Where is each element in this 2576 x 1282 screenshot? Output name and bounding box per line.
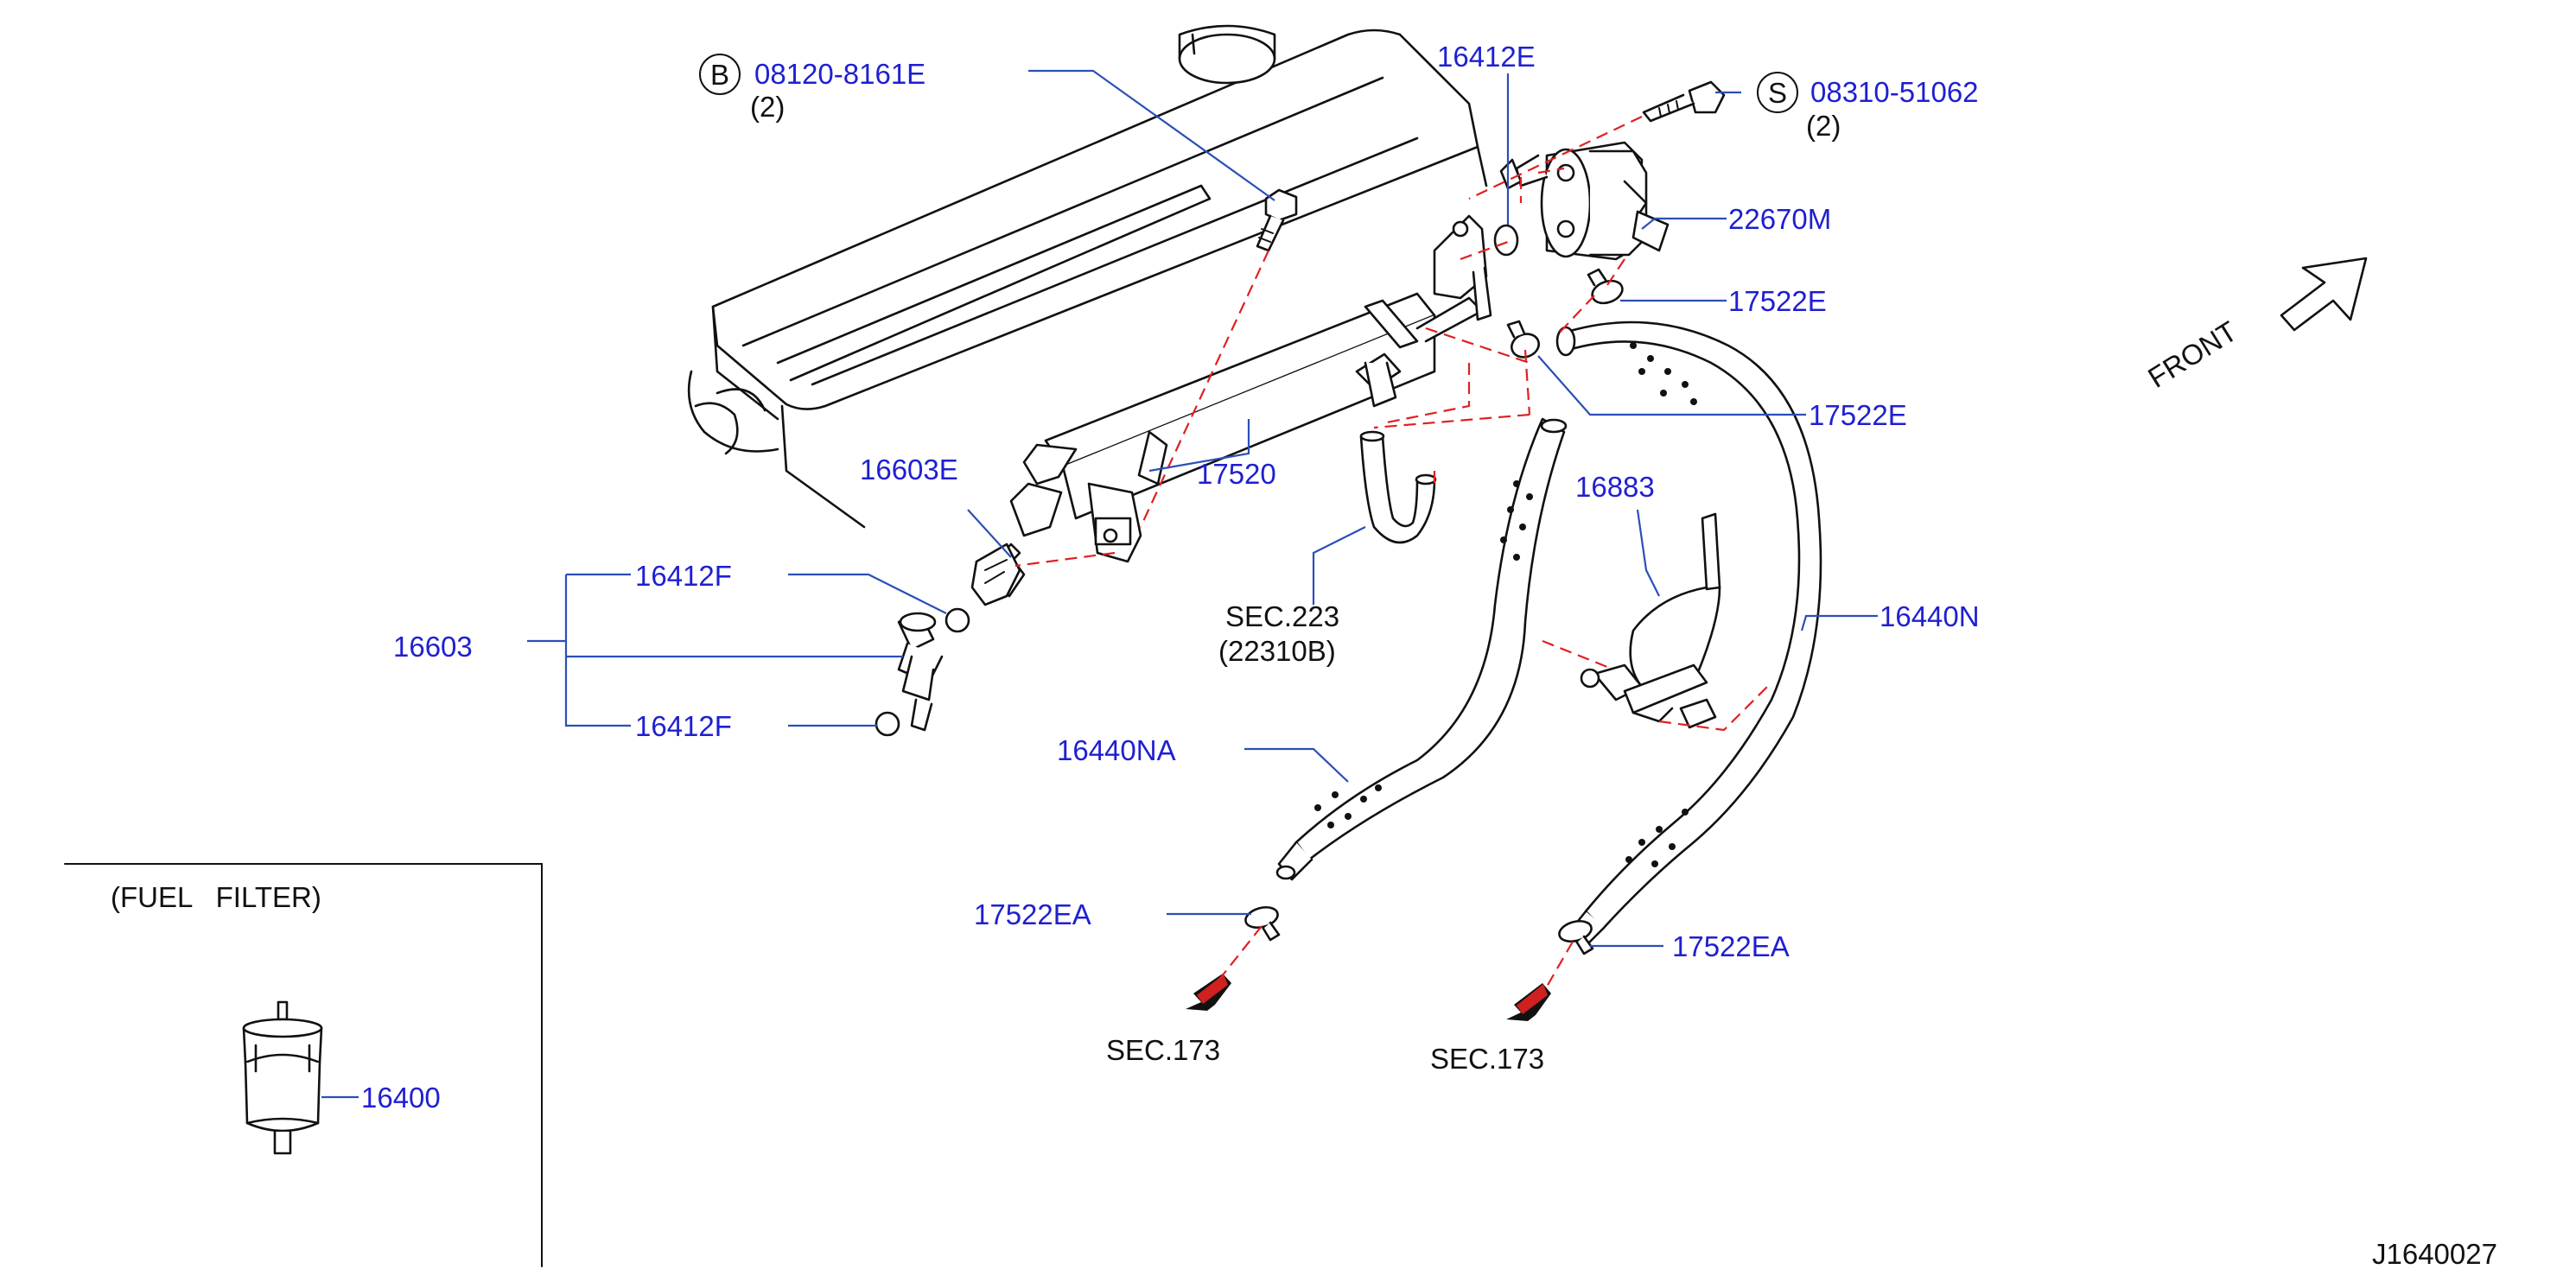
section-ref-sec223-sub: (22310B) (1218, 635, 1336, 667)
callout-prefix-S: S (1768, 77, 1787, 109)
callout-08120-8161E-qty: (2) (750, 91, 785, 123)
hose-clamp-17522E-upper (1587, 268, 1624, 305)
pressure-regulator-22670M (1499, 141, 1670, 261)
callout-16412F-lower: 16412F (635, 710, 732, 742)
hose-clamp-17522EA-right (1558, 919, 1594, 955)
front-label: FRONT (2142, 314, 2242, 394)
hose-clamp-17522EA-left (1244, 905, 1281, 942)
o-ring-16412E (1493, 224, 1519, 257)
section-ref-sec173-left: SEC.173 (1106, 1034, 1220, 1066)
flow-arrow-left (1186, 974, 1231, 1011)
callout-16603: 16603 (393, 631, 473, 663)
callout-17522EA-right: 17522EA (1672, 930, 1790, 962)
assembly-phantom-lines (1014, 116, 1772, 987)
callout-08120-8161E: 08120-8161E (754, 58, 925, 90)
flow-arrow-right (1506, 983, 1551, 1021)
bracket-16883 (1580, 512, 1721, 729)
vacuum-hose-sec223 (1359, 430, 1437, 544)
section-ref-sec173-right: SEC.173 (1430, 1043, 1544, 1075)
bolt-08310-51062 (1642, 80, 1726, 123)
callout-16440NA: 16440NA (1057, 734, 1176, 766)
front-direction-arrow (2280, 257, 2368, 332)
bolt-08120-8161E (1256, 188, 1298, 252)
callout-17520: 17520 (1197, 458, 1276, 490)
callout-16883: 16883 (1575, 471, 1655, 503)
callout-22670M: 22670M (1728, 203, 1831, 235)
callout-16400: 16400 (361, 1082, 441, 1114)
rocker-cover-illustration (687, 24, 1488, 529)
callout-17522E-lower: 17522E (1809, 399, 1907, 431)
inset-title: (FUEL FILTER) (111, 881, 321, 913)
hose-16440NA (1275, 417, 1568, 881)
part-callout-labels: B 08120-8161E (2) 16412E S 08310-51062 (… (111, 41, 2497, 1270)
callout-16603E: 16603E (860, 454, 958, 486)
callout-08310-51062-qty: (2) (1806, 110, 1841, 142)
callout-16412F-upper: 16412F (635, 560, 732, 592)
callout-16412E: 16412E (1437, 41, 1536, 73)
hose-clamp-17522E-lower (1506, 320, 1540, 359)
callout-prefix-B: B (710, 59, 729, 91)
leader-lines (321, 69, 1878, 1099)
callout-08310-51062: 08310-51062 (1810, 76, 1979, 108)
fuel-filter-16400 (242, 1000, 323, 1155)
callout-17522EA-left: 17522EA (974, 898, 1091, 930)
clip-16603E (970, 543, 1021, 606)
callout-16440N: 16440N (1880, 600, 1980, 632)
section-ref-sec223: SEC.223 (1225, 600, 1339, 632)
fuel-rail-17520 (1009, 214, 1492, 563)
diagram-id: J1640027 (2372, 1238, 2497, 1270)
fuel-filter-inset-frame (64, 863, 543, 1267)
callout-17522E-upper: 17522E (1728, 285, 1827, 317)
hose-16440N (1555, 320, 1822, 950)
